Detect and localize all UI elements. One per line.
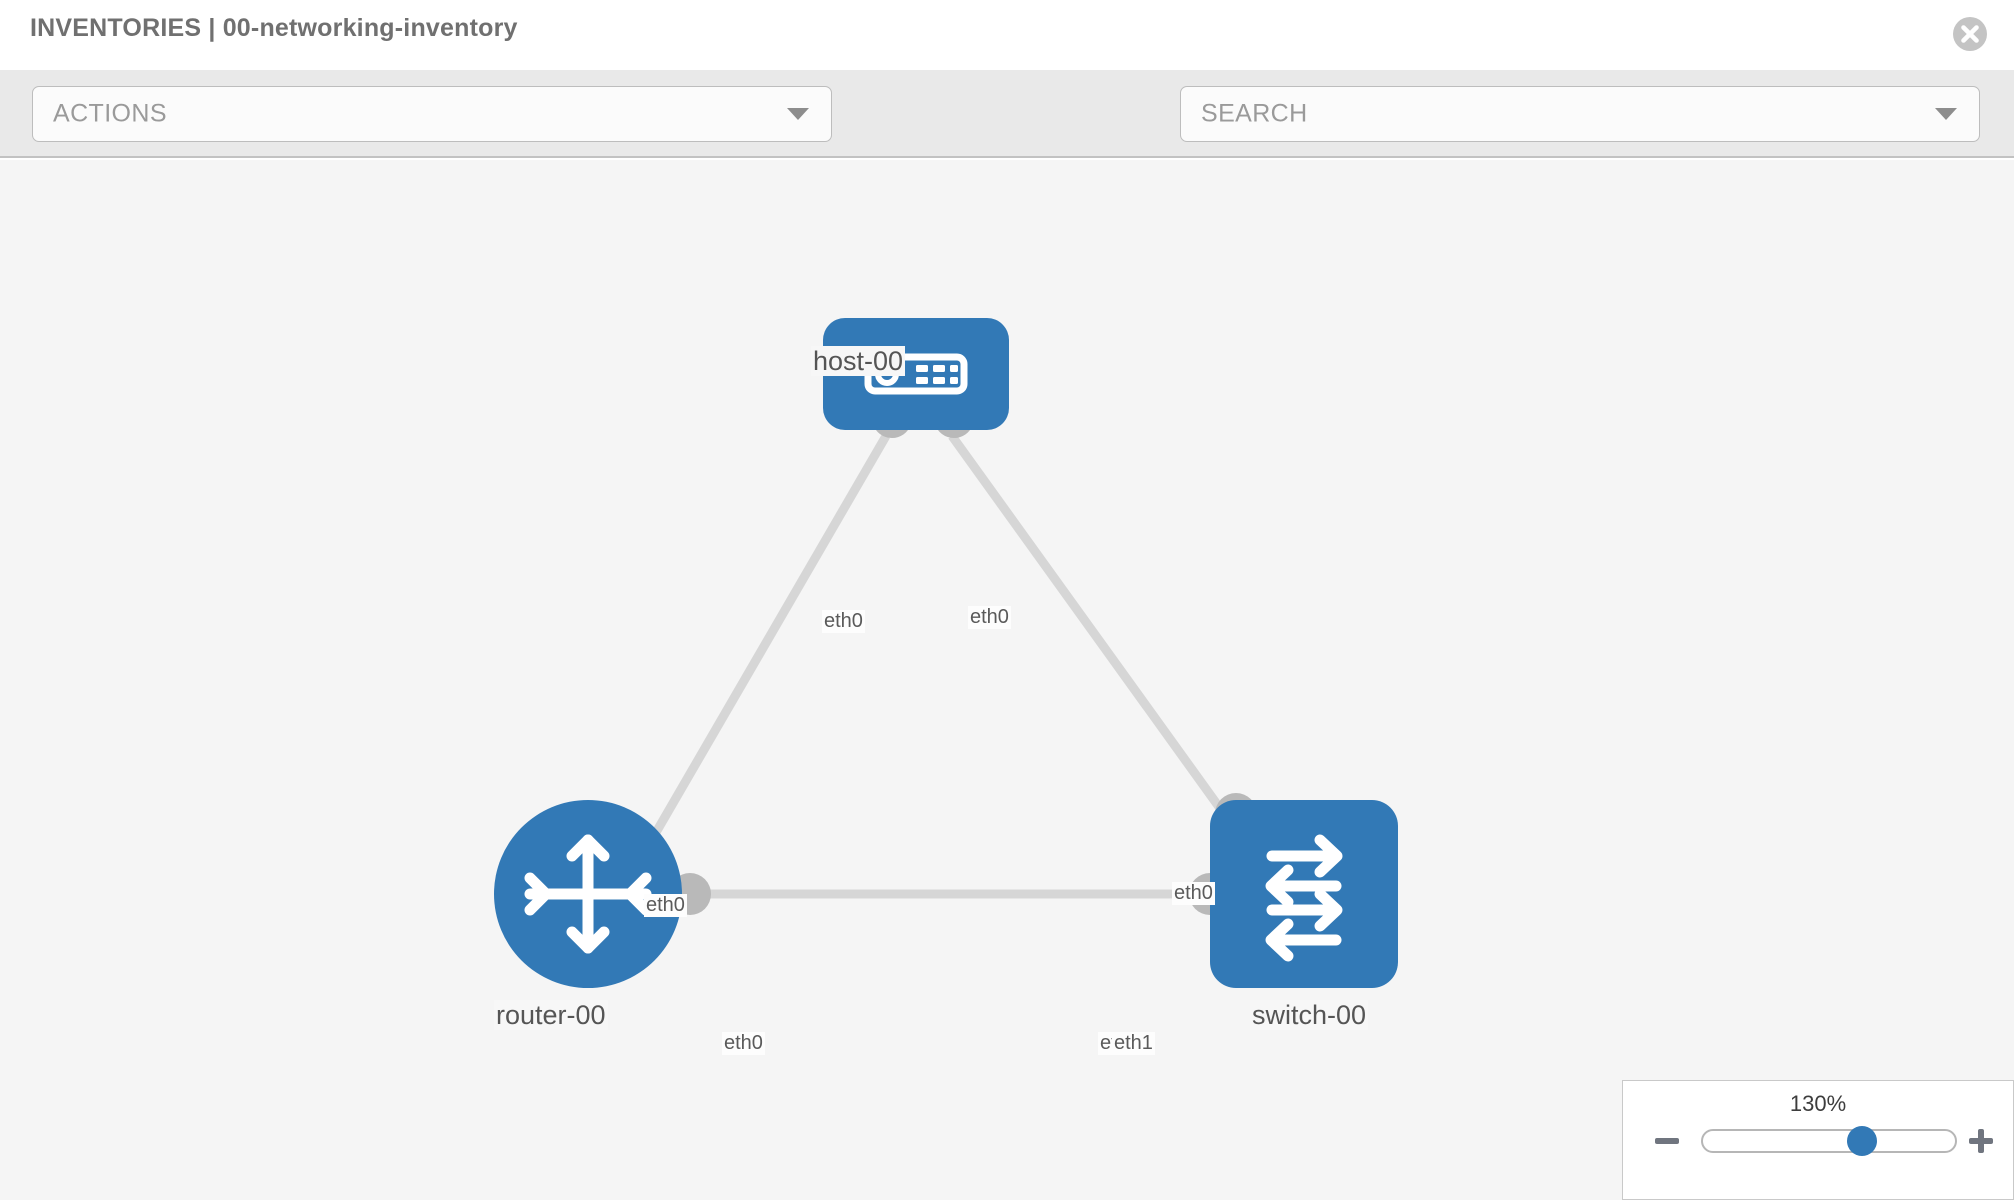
topology-node-switch-00[interactable] (1210, 800, 1398, 988)
plus-icon[interactable] (1967, 1127, 1995, 1155)
toolbar: ACTIONS SEARCH (0, 70, 2014, 198)
port-label-router-00-eth0-right: eth0 (722, 1032, 765, 1055)
port-label-host-00-eth0-left: eth0 (822, 610, 865, 633)
topology-graph (636, 418, 1257, 915)
zoom-slider-thumb[interactable] (1847, 1126, 1878, 1156)
port-label-router-00-eth0-up: eth0 (644, 894, 687, 917)
router-arrows-icon (524, 834, 652, 954)
port-label-switch-00-eth0-up: eth0 (1172, 882, 1215, 905)
close-circle-icon[interactable] (1952, 16, 1988, 52)
port-label-switch-00-eth1: eth1 (1112, 1032, 1155, 1055)
link-host-switch (948, 433, 1254, 853)
zoom-level-value: 130% (1789, 1091, 1847, 1116)
topology-node-router-00[interactable] (494, 800, 682, 988)
port-label-host-00-eth0-right: eth0 (968, 606, 1011, 629)
chevron-down-icon (1935, 108, 1957, 120)
switch-arrows-icon (1265, 834, 1343, 962)
node-label-switch-00: switch-00 (1250, 1000, 1369, 1030)
chevron-down-icon (787, 108, 809, 120)
topology-canvas[interactable]: host-00 router-00 switch-00 eth0 eth0 et… (0, 160, 2014, 1200)
search-placeholder: SEARCH (1201, 99, 1308, 128)
node-label-router-00: router-00 (494, 1000, 608, 1030)
page-header: INVENTORIES | 00-networking-inventory (0, 0, 2014, 70)
search-input[interactable]: SEARCH (1180, 86, 1980, 142)
topology-links (636, 433, 1254, 899)
zoom-slider[interactable] (1701, 1126, 1957, 1156)
zoom-control-panel: 130% (1622, 1080, 2014, 1200)
page-title: INVENTORIES | 00-networking-inventory (30, 14, 518, 42)
node-label-host-00: host-00 (811, 346, 906, 376)
actions-dropdown[interactable]: ACTIONS (32, 86, 832, 142)
actions-dropdown-label: ACTIONS (53, 99, 167, 128)
link-host-router (636, 433, 890, 863)
minus-icon[interactable] (1653, 1127, 1681, 1155)
